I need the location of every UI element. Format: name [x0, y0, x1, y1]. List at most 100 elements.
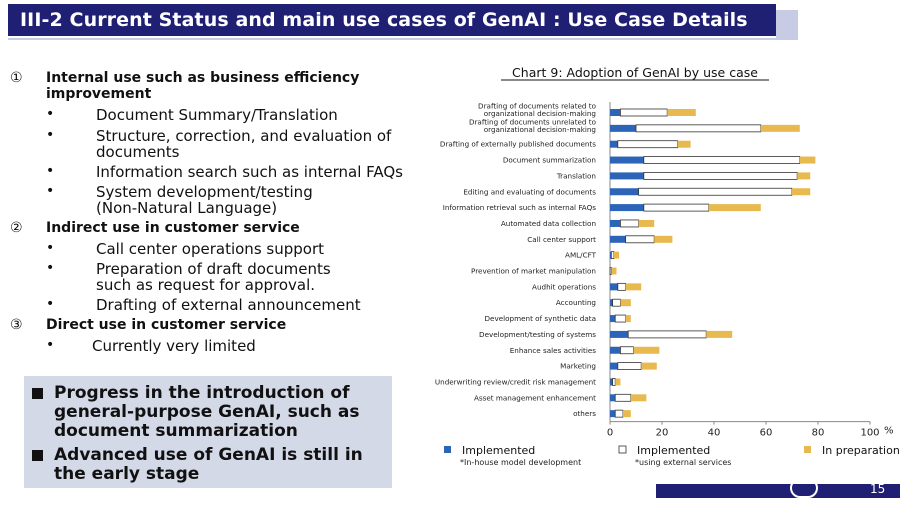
bullet-dot: •	[46, 337, 55, 353]
title-bar: III-2 Current Status and main use cases …	[8, 4, 798, 38]
title-underline	[8, 38, 798, 40]
bar-segment	[792, 188, 811, 196]
bar-segment	[610, 394, 616, 402]
bullet-dot: •	[46, 240, 55, 256]
bar-segment	[617, 282, 626, 291]
bar-segment	[617, 362, 642, 371]
bar-segment	[610, 251, 612, 259]
x-tick-label: 80	[812, 428, 825, 439]
list-item: • System development/testing (Non-Natura…	[46, 183, 430, 217]
bar-segment	[610, 109, 621, 116]
bar-segment	[609, 267, 612, 275]
bar-segment	[625, 315, 631, 323]
list-item: • Currently very limited	[46, 337, 430, 355]
bar-segment	[610, 346, 621, 354]
bar-segment	[620, 299, 631, 307]
x-tick-label: 100	[860, 428, 879, 439]
x-tick-label: 40	[708, 428, 721, 439]
bar-segment	[610, 172, 644, 180]
list-item: • Preparation of draft documents such as…	[46, 260, 430, 294]
bar-segment	[635, 124, 762, 133]
bar-segment	[620, 108, 668, 117]
list-item: • Drafting of external announcement	[46, 296, 430, 314]
list-item: • Information search such as internal FA…	[46, 163, 430, 180]
bar-segment	[643, 156, 801, 164]
x-tick-label: 60	[760, 428, 773, 439]
bar-segment	[620, 219, 640, 228]
x-tick-label: 0	[607, 428, 613, 439]
list-item-text: Currently very limited	[92, 337, 256, 355]
category-label: Marketing	[560, 362, 596, 371]
category-label: Document summarization	[503, 156, 596, 165]
bar-segment	[610, 140, 618, 148]
category-label: Information retrieval such as internal F…	[443, 203, 597, 212]
list-item: • Structure, correction, and evaluation …	[46, 127, 430, 161]
list-item: • Document Summary/Translation	[46, 106, 430, 123]
footer-bar	[656, 484, 900, 498]
section-2-number: ②	[10, 220, 23, 236]
category-label: Enhance sales activities	[510, 346, 597, 355]
bar-segment	[610, 315, 616, 323]
chart-title: Chart 9: Adoption of GenAI by use case	[512, 65, 758, 80]
category-label: Audhit operations	[532, 282, 596, 291]
section-3-title: Direct use in customer service	[46, 317, 287, 333]
bar-segment	[610, 299, 613, 307]
category-label: Accounting	[556, 298, 596, 307]
bar-segment	[797, 172, 811, 180]
list-item: • Call center operations support	[46, 240, 430, 258]
list-item-text: System development/testing (Non-Natural …	[96, 183, 313, 217]
bullet-dot: •	[46, 106, 55, 122]
category-label: organizational decision-making	[484, 109, 596, 118]
bullet-dot: •	[46, 296, 55, 312]
category-label: Translation	[556, 171, 596, 180]
bar-segment	[625, 283, 642, 291]
page-number: 15	[870, 482, 886, 496]
list-item-text: Preparation of draft documents such as r…	[96, 260, 331, 294]
bar-segment	[633, 346, 660, 354]
bar-segment	[799, 156, 816, 164]
legend-swatch	[804, 446, 811, 453]
category-label: Drafting of documents related to	[478, 102, 596, 111]
summary-text: Progress in the introduction of general-…	[54, 383, 360, 441]
bar-segment	[610, 204, 644, 212]
list-item-text: Drafting of external announcement	[96, 296, 361, 314]
bar-segment	[677, 140, 691, 148]
category-label: Development/testing of systems	[479, 330, 596, 339]
list-item-text: Structure, correction, and evaluation of…	[96, 127, 392, 161]
legend-label: In preparation	[822, 444, 900, 457]
legend-note: *using external services	[635, 458, 731, 467]
section-1-title: Internal use such as business efficiency…	[46, 70, 360, 102]
bar-segment	[638, 219, 655, 227]
bar-segment	[610, 156, 644, 164]
legend-swatch	[444, 446, 451, 453]
bar-segment	[643, 203, 710, 212]
category-label: Call center support	[527, 235, 596, 244]
summary-item-1: Progress in the introduction of general-…	[24, 384, 392, 441]
bar-segment	[610, 330, 629, 338]
square-bullet-icon	[32, 388, 43, 399]
bar-segment	[614, 409, 624, 418]
use-case-list: ① Internal use such as business efficien…	[10, 70, 430, 354]
summary-item-2: Advanced use of GenAI is still in the ea…	[24, 446, 392, 484]
x-unit-label: %	[884, 426, 894, 437]
bullet-dot: •	[46, 260, 55, 276]
category-label: Automated data collection	[501, 219, 596, 228]
bar-segment	[617, 140, 678, 149]
legend-swatch	[618, 445, 627, 454]
logo-icon	[790, 478, 818, 498]
bar-segment	[623, 410, 631, 418]
list-item-text: Call center operations support	[96, 240, 324, 258]
section-3: ③ Direct use in customer service	[10, 317, 430, 333]
bar-segment	[610, 378, 613, 386]
page-title: III-2 Current Status and main use cases …	[20, 9, 748, 31]
square-bullet-icon	[32, 450, 43, 461]
section-2-title: Indirect use in customer service	[46, 220, 300, 236]
category-label: Editing and evaluating of documents	[463, 187, 596, 196]
bar-segment	[610, 124, 636, 132]
title-accent	[776, 10, 798, 38]
bar-segment	[643, 171, 798, 180]
category-label: AML/CFT	[565, 251, 597, 260]
summary-text: Advanced use of GenAI is still in the ea…	[54, 445, 363, 484]
bar-segment	[610, 235, 626, 243]
